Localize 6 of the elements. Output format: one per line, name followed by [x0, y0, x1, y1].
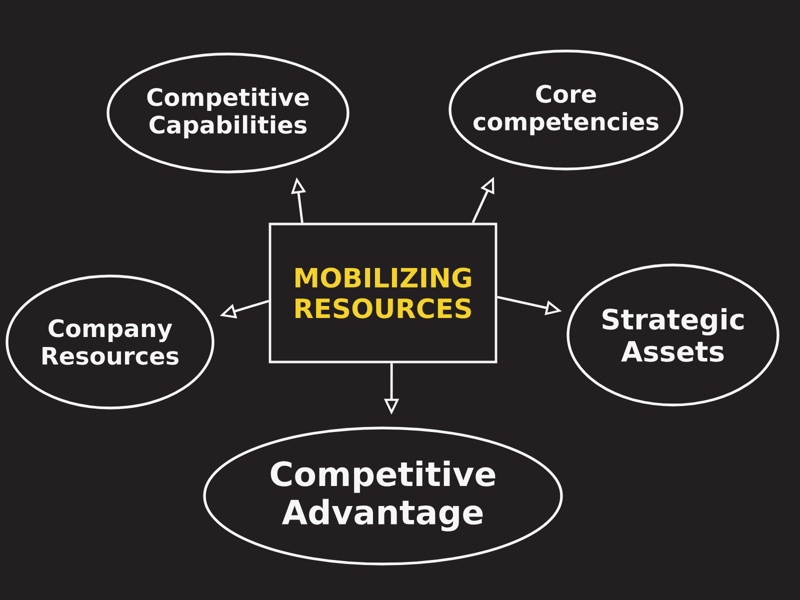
oval-node: Company Resources	[6, 274, 214, 410]
central-box: MOBILIZING RESOURCES	[268, 222, 498, 364]
oval-node: Strategic Assets	[566, 264, 780, 406]
oval-node: Core competencies	[448, 50, 684, 170]
oval-node: Competitive Capabilities	[106, 52, 350, 174]
oval-node: Competitive Advantage	[203, 426, 563, 566]
